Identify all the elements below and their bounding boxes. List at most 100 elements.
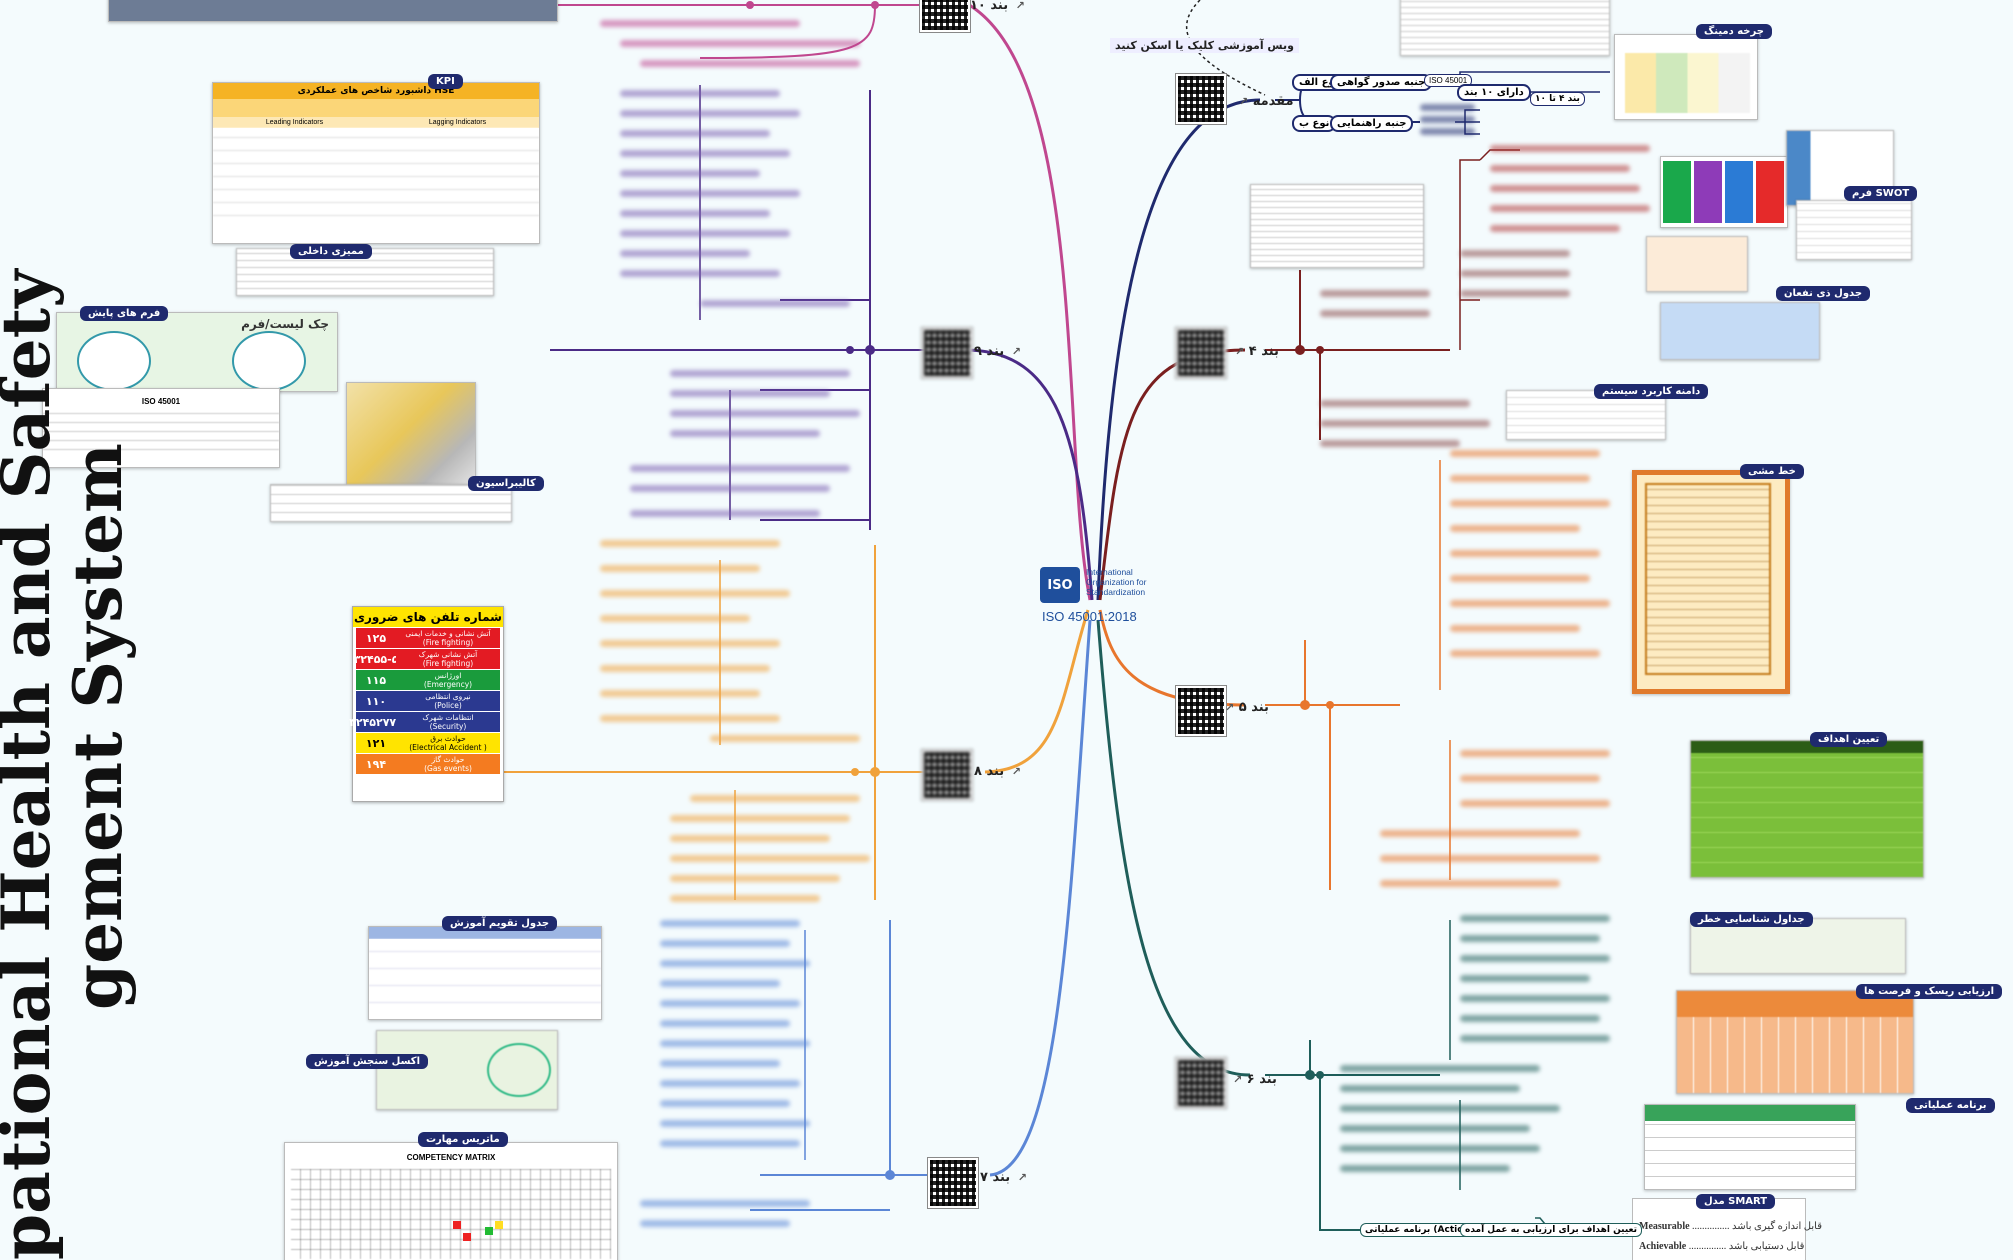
phone-number: ۳۲۴۵۲۷۷۲ [349,712,403,732]
swot-colored-card[interactable] [1660,156,1788,228]
interested-parties-tag: جدول ذی نفعان [1776,286,1871,301]
clause-8-label[interactable]: بند ۸ ↗ [974,764,1021,779]
intro-10-clauses-node[interactable]: دارای ۱۰ بند [1457,84,1531,101]
phone-service-name-en: (Electrical Accident ) [409,743,487,752]
policy-tag: خط مشی [1740,464,1804,479]
smart-measurable-en: Measurable [1639,1221,1690,1232]
interested-parties-card[interactable] [1660,302,1820,360]
qr-code-c8[interactable] [922,750,972,800]
intro-guide-node[interactable]: جنبه راهنمایی [1330,115,1414,132]
qr-code-c6[interactable] [1176,1058,1226,1108]
deming-cycle-card[interactable] [1614,34,1758,120]
phone-service-name-en: (Gas events) [424,764,472,773]
phone-number: ۱۱۵ [356,670,396,690]
voice-note-label[interactable]: ویس آموزشی کلیک یا اسکن کنید [1110,38,1299,53]
clause-9-text: بند ۹ [974,344,1005,359]
phone-service-name: آتش نشانی و خدمات ایمنی [405,629,491,638]
qr-code-c5[interactable] [1176,686,1226,736]
kpi-card-title: داشبورد شاخص های عملکردی HSE [213,83,539,99]
monitoring-forms-card[interactable]: چک لیست/فرم [56,312,338,392]
external-link-icon: ↗ [1235,345,1245,358]
kpi-tag: KPI [428,74,463,89]
intro-document-card[interactable] [1400,0,1610,56]
goals-node[interactable]: تعیین اهداف برای ارزیابی به عمل آمده [1460,1223,1642,1237]
iso-standard-label: ISO 45001:2018 [1042,609,1137,624]
skill-matrix-card[interactable]: COMPETENCY MATRIX [284,1142,618,1260]
checklist-iso-label: ISO 45001 [141,397,181,406]
vertical-title-line2: gement System [59,443,137,1010]
phone-service-name: حوادث برق [430,734,466,743]
clause-intro-label[interactable]: ↗ مقدمه [1236,94,1294,109]
emergency-phone-label: اورژانس(Emergency) [396,670,500,690]
top-left-photo-thumbnail[interactable] [108,0,558,22]
emergency-phones-heading: شماره تلفن های ضروری [353,607,503,627]
swot-form-card[interactable] [1796,200,1912,260]
action-plan-card[interactable] [1644,1104,1856,1190]
clause-7-text: بند ۷ [980,1170,1011,1185]
clause-10-text: بند ۱۰ [970,0,1009,13]
phone-number: ۱۱۰ [356,691,396,711]
scope-tag: دامنه کاربرد سیستم [1594,384,1709,399]
skill-matrix-tag: ماتریس مهارت [418,1132,508,1147]
action-plan-tag: برنامه عملیاتی [1906,1098,1995,1113]
internal-audit-tag: ممیزی داخلی [290,244,372,259]
phone-service-name: اورژانس [434,671,462,680]
training-calendar-tag: جدول تقویم آموزش [442,916,558,931]
phone-number: ۱۲۱ [356,733,396,753]
emergency-phone-label: نیروی انتظامی(Police) [396,691,500,711]
phone-service-name: نیروی انتظامی [425,692,471,701]
emergency-phone-label: انتظامات شهرک(Security) [396,712,500,732]
clause6-branch-texts [1320,915,1620,1215]
smart-tag: مدل SMART [1696,1194,1776,1209]
iso-org-name: International Organization for Standardi… [1086,567,1147,597]
clause-intro-text: مقدمه [1252,94,1294,109]
monitoring-forms-tag: فرم های پایش [80,306,169,321]
checklist-table-card[interactable]: ISO 45001 [42,388,280,468]
risk-assessment-card[interactable] [1676,990,1914,1094]
clause-4-label[interactable]: ↗ بند ۴ [1232,344,1279,359]
qr-code-c7[interactable] [928,1158,978,1208]
qr-code-c9[interactable] [922,328,972,378]
clause-10-label[interactable]: بند ۱۰ ↗ [970,0,1025,13]
policy-document-card[interactable] [1632,470,1790,694]
clause4-branch-texts [1320,140,1660,460]
training-excel-card[interactable] [376,1030,558,1110]
qr-code-c4[interactable] [1176,328,1226,378]
clause-6-label[interactable]: ↗ بند ۶ [1230,1072,1277,1087]
intro-iso45001-node[interactable]: ISO 45001 [1424,74,1473,87]
clause-7-label[interactable]: بند ۷ ↗ [980,1170,1027,1185]
context-issues-card[interactable] [1250,184,1424,268]
vertical-title: pational Health and Safety gement System [0,270,137,1260]
external-link-icon: ↗ [1011,765,1021,778]
qr-code-intro[interactable] [1176,74,1226,124]
intro-4-to-10-node[interactable]: بند ۴ تا ۱۰ [1530,92,1585,106]
external-link-icon: ↗ [1225,701,1235,714]
external-link-icon: ↗ [1233,1073,1243,1086]
objectives-card[interactable] [1690,740,1924,878]
hazard-table-tag: جداول شناسایی خطر [1690,912,1813,927]
parties-small-card[interactable] [1646,236,1748,292]
qr-code-c10[interactable] [920,0,970,32]
external-link-icon: ↗ [1011,345,1021,358]
calibration-photo-card[interactable] [346,382,476,492]
intro-cert-node[interactable]: جنبه صدور گواهی [1330,74,1433,91]
checklist-title: چک لیست/فرم [241,317,329,331]
clause8-branch-texts [560,540,880,920]
clause5-branch-texts [1340,450,1620,900]
iso-badge: ISO [1040,567,1080,603]
clause-5-label[interactable]: ↗ بند ۵ [1222,700,1269,715]
clause-9-label[interactable]: بند ۹ ↗ [974,344,1021,359]
risk-assessment-tag: ارزیابی ریسک و فرصت ها [1856,984,2003,999]
smart-achievable-fa: قابل دستیابی باشد [1728,1241,1805,1252]
intro-small-nodes [1420,104,1500,144]
phone-service-name-en: (Police) [434,701,462,710]
clause-5-text: بند ۵ [1238,700,1269,715]
kpi-dashboard-card[interactable]: داشبورد شاخص های عملکردی HSE Leading Ind… [212,82,540,244]
training-calendar-card[interactable] [368,926,602,1020]
objectives-tag: تعیین اهداف [1810,732,1888,747]
